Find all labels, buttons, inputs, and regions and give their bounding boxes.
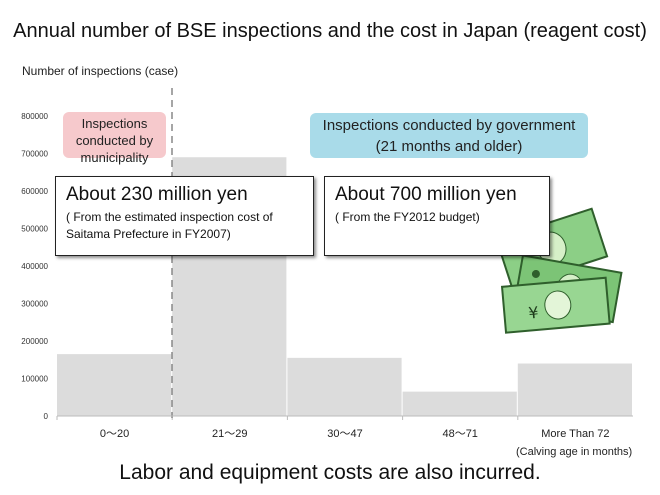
y-tick-label: 600000	[21, 187, 48, 196]
y-tick-label: 500000	[21, 225, 48, 234]
bar-4	[517, 363, 632, 416]
y-tick-label: 0	[44, 412, 49, 421]
svg-text:¥: ¥	[528, 303, 540, 323]
y-axis-title: Number of inspections (case)	[22, 64, 179, 78]
x-tick-label: 0〜20	[100, 428, 129, 440]
x-tick-label: 48〜71	[442, 428, 477, 440]
bar-0	[57, 354, 172, 416]
municipality-cost-note: ( From the estimated inspection cost of …	[66, 210, 273, 241]
x-tick-label: More Than 72	[541, 428, 609, 440]
municipality-cost-callout: About 230 million yen ( From the estimat…	[55, 176, 314, 256]
bar-2	[287, 357, 402, 416]
x-axis-units: (Calving age in months)	[516, 446, 633, 458]
y-tick-label: 200000	[21, 337, 48, 346]
government-tag: Inspections conducted by government (21 …	[310, 113, 588, 158]
y-tick-label: 700000	[21, 150, 48, 159]
x-tick-label: 30〜47	[327, 428, 362, 440]
bar-3	[402, 391, 517, 416]
government-cost-note: ( From the FY2012 budget)	[335, 210, 480, 224]
y-tick-label: 400000	[21, 262, 48, 271]
x-tick-label: 21〜29	[212, 428, 247, 440]
municipality-cost: About 230 million yen	[66, 184, 248, 205]
footer-note: Labor and equipment costs are also incur…	[119, 461, 541, 484]
municipality-tag: Inspections conducted by municipality	[63, 112, 166, 165]
y-tick-label: 800000	[21, 112, 48, 121]
y-tick-label: 300000	[21, 300, 48, 309]
government-cost: About 700 million yen	[335, 184, 517, 205]
government-cost-callout: About 700 million yen ( From the FY2012 …	[324, 176, 550, 256]
y-tick-label: 100000	[21, 375, 48, 384]
chart-title: Annual number of BSE inspections and the…	[13, 20, 647, 42]
